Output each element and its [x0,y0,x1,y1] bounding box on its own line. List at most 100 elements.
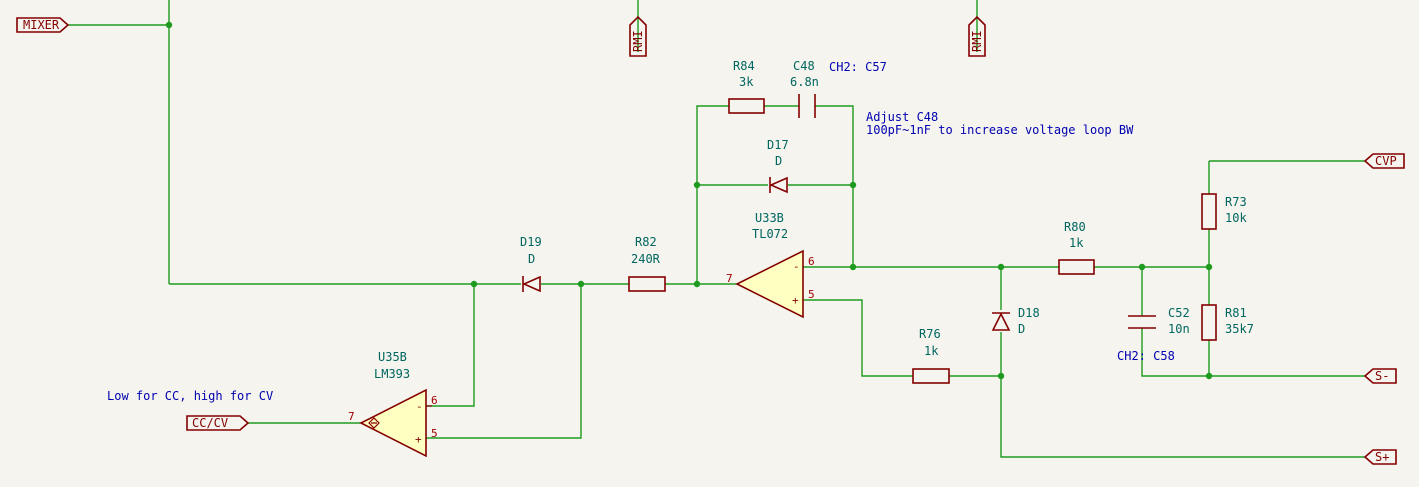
label-rmi-1-text: RMI [631,30,645,52]
r84-ref: R84 [733,59,755,73]
note-ch2-c58: CH2: C58 [1117,349,1175,363]
comparator-u35b-triangle [359,388,427,458]
label-cvp-shape [1363,153,1405,169]
note-adjust-line2: 100pF~1nF to increase voltage loop BW [866,123,1134,137]
resistor-r82-body [628,276,666,292]
u35b-ref: U35B [378,350,407,364]
label-rmi-2-text: RMI [970,30,984,52]
label-s-minus-shape [1363,368,1397,384]
u33b-plus-sign: + [792,294,799,307]
r76-value: 1k [924,344,939,358]
d17-ref: D17 [767,138,789,152]
resistor-r73[interactable]: R73 10k [1201,193,1247,230]
opamp-u33b-triangle [735,249,804,319]
junction-dot [693,280,701,288]
label-s-plus-shape [1363,449,1397,465]
u35b-pin-out: 7 [348,410,355,423]
r80-ref: R80 [1064,220,1086,234]
label-cvp[interactable]: CVP [1363,153,1405,169]
note-ch2-c57: CH2: C57 [829,60,887,74]
diode-d17-symbol [769,176,788,194]
r81-value: 35k7 [1225,322,1254,336]
capacitor-c48[interactable]: C48 6.8n [790,59,819,118]
r76-ref: R76 [919,327,941,341]
opamp-u33b[interactable]: - + 7 6 5 U33B TL072 [726,211,815,319]
r73-ref: R73 [1225,195,1247,209]
u33b-ref: U33B [755,211,784,225]
c52-value: 10n [1168,322,1190,336]
label-cc-cv[interactable]: CC/CV [186,415,250,431]
r73-value: 10k [1225,211,1247,225]
resistor-r84[interactable]: R84 3k [728,59,765,114]
label-s-plus[interactable]: S+ [1363,449,1397,465]
capacitor-c52[interactable]: C52 10n [1128,306,1190,336]
resistor-r82[interactable]: R82 240R [628,235,666,292]
label-mixer[interactable]: MIXER [16,17,70,33]
resistor-r80[interactable]: R80 1k [1058,220,1095,275]
resistor-r76-body [912,368,950,384]
r82-ref: R82 [635,235,657,249]
label-mixer-shape [16,17,70,33]
u33b-value: TL072 [752,227,788,241]
capacitor-c48-plates [798,94,816,118]
label-s-plus-text: S+ [1375,450,1389,464]
label-rmi-1-shape [629,15,647,57]
d19-value: D [528,252,535,266]
u35b-pin-noninv: 5 [431,427,438,440]
capacitor-c52-plates [1128,315,1156,329]
junction-dot [1205,372,1213,380]
label-rmi-2[interactable]: RMI [968,15,986,57]
u33b-pin-inv: 6 [808,255,815,268]
wire-d18-bottom [1000,332,1365,458]
wire-c52-bottom [1141,328,1365,377]
label-cc-cv-shape [186,415,250,431]
u33b-minus-sign: - [793,260,800,273]
diode-d19[interactable]: D19 D [520,235,542,293]
comparator-u35b[interactable]: - + 7 6 5 U35B LM393 [348,350,438,458]
label-s-minus[interactable]: S- [1363,368,1397,384]
diode-d18[interactable]: D18 D [991,306,1040,336]
junction-dot [997,372,1005,380]
resistor-r80-body [1058,259,1095,275]
wire-u35b-noninv [426,284,582,439]
label-mixer-text: MIXER [23,18,60,32]
u35b-minus-sign: - [416,400,423,413]
label-cc-cv-text: CC/CV [192,416,228,430]
u33b-pin-out: 7 [726,272,733,285]
junction-dot [849,263,857,271]
junction-dot [470,280,478,288]
label-rmi-2-shape [968,15,986,57]
note-low-high: Low for CC, high for CV [107,389,273,403]
u35b-value: LM393 [374,367,410,381]
comparator-u35b-open-collector-icon [368,417,380,429]
junction-dot [165,21,173,29]
resistor-r73-body [1201,193,1217,230]
r84-value: 3k [739,75,754,89]
resistor-r81[interactable]: R81 35k7 [1201,304,1254,341]
junctions [165,21,1213,380]
d19-ref: D19 [520,235,542,249]
junction-dot [1138,263,1146,271]
diode-d19-symbol [522,275,541,293]
wire-c48-right [815,105,854,267]
d18-value: D [1018,322,1025,336]
junction-dot [1205,263,1213,271]
resistor-r76[interactable]: R76 1k [912,327,950,384]
r81-ref: R81 [1225,306,1247,320]
d18-ref: D18 [1018,306,1040,320]
resistor-r84-body [728,98,765,114]
notes: CH2: C57 Adjust C48 100pF~1nF to increas… [107,60,1175,403]
wire-noninv [803,299,913,377]
d17-value: D [775,154,782,168]
r80-value: 1k [1069,236,1084,250]
u35b-pin-inv: 6 [431,394,438,407]
diode-d17[interactable]: D17 D [767,138,789,194]
wire-u35b-out [426,284,475,407]
label-s-minus-text: S- [1375,369,1389,383]
c48-ref: C48 [793,59,815,73]
label-rmi-1[interactable]: RMI [629,15,647,57]
diode-d18-symbol [991,312,1011,331]
junction-dot [997,263,1005,271]
r82-value: 240R [631,252,661,266]
